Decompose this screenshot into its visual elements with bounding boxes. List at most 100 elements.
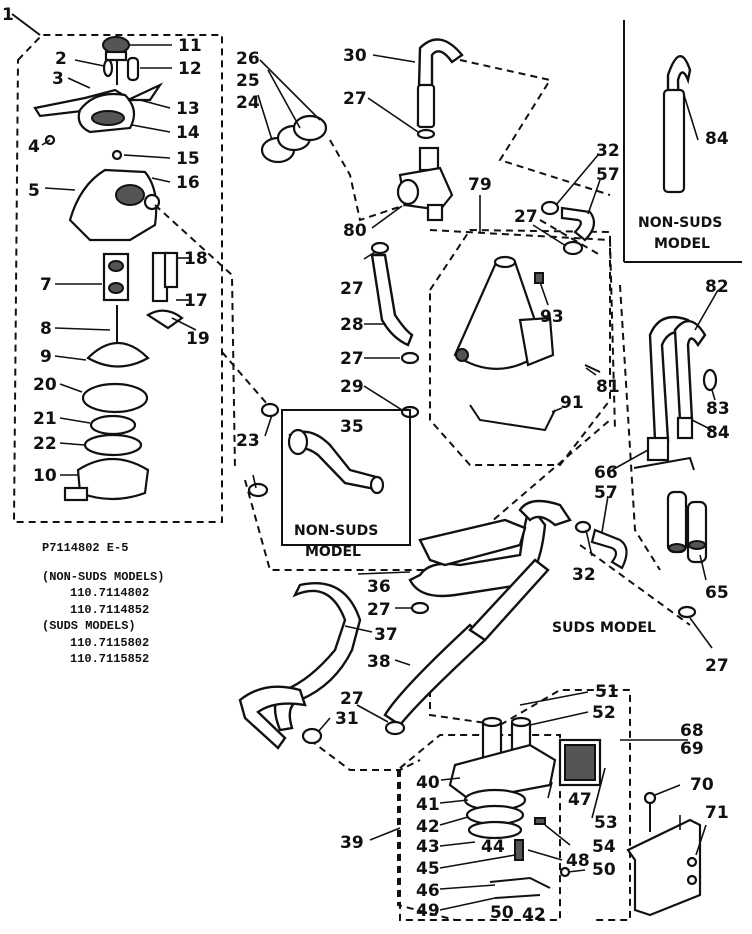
pump-assembly — [448, 716, 602, 899]
caption-line: 110.7114802 — [70, 586, 150, 600]
callout-70: 70 — [690, 775, 714, 795]
middle-hose-parts — [370, 241, 420, 419]
callout-16: 16 — [176, 173, 200, 193]
callout-43: 43 — [416, 837, 440, 857]
callout-65: 65 — [705, 583, 729, 603]
callout-44: 44 — [481, 837, 505, 857]
pump-frame — [399, 734, 561, 921]
callout-20: 20 — [33, 375, 57, 395]
callout-47: 47 — [568, 790, 592, 810]
agitator-frame — [429, 228, 611, 466]
callout-27a: 27 — [343, 89, 367, 109]
callout-69: 69 — [680, 739, 704, 759]
hose-84-upper — [662, 55, 692, 194]
callout-29: 29 — [340, 377, 364, 397]
callout-1: 1 — [2, 5, 14, 25]
callout-84a: 84 — [705, 129, 729, 149]
non-suds-middle-frame — [281, 409, 411, 546]
callout-22: 22 — [33, 434, 57, 454]
callout-83: 83 — [706, 399, 730, 419]
model-label-non-suds-middle: NON-SUDS MODEL — [294, 523, 378, 560]
callout-45: 45 — [416, 859, 440, 879]
callout-66: 66 — [594, 463, 618, 483]
callout-57b: 57 — [594, 483, 618, 503]
callout-9: 9 — [40, 347, 52, 367]
callout-13: 13 — [176, 99, 200, 119]
svg-text:MODEL: MODEL — [305, 544, 361, 560]
callout-53: 53 — [594, 813, 618, 833]
left-leader-lines — [41, 44, 197, 476]
callout-3: 3 — [52, 69, 64, 89]
callout-27c: 27 — [340, 349, 364, 369]
callout-68: 68 — [680, 721, 704, 741]
hoses-65-66 — [633, 456, 708, 564]
callout-57a: 57 — [596, 165, 620, 185]
callout-31: 31 — [335, 709, 359, 729]
callout-40: 40 — [416, 773, 440, 793]
drawing-id: P7114802 E-5 — [42, 541, 129, 555]
callout-27g: 27 — [340, 689, 364, 709]
callout-27b: 27 — [340, 279, 364, 299]
callout-21: 21 — [33, 409, 57, 429]
callout-11: 11 — [178, 36, 202, 56]
gaskets — [260, 114, 328, 164]
callout-49: 49 — [416, 901, 440, 921]
callout-27d: 27 — [514, 207, 538, 227]
hose-38 — [383, 558, 550, 736]
caption-line: (NON-SUDS MODELS) — [42, 569, 165, 584]
callout-27f: 27 — [705, 656, 729, 676]
callout-12: 12 — [178, 59, 202, 79]
callout-25: 25 — [236, 71, 260, 91]
callout-5: 5 — [28, 181, 40, 201]
callout-15: 15 — [176, 149, 200, 169]
agitator-housing — [453, 255, 601, 432]
callout-46: 46 — [416, 881, 440, 901]
callout-8: 8 — [40, 319, 52, 339]
callout-35: 35 — [340, 417, 364, 437]
callout-30: 30 — [343, 46, 367, 66]
callout-24: 24 — [236, 93, 260, 113]
right-leader-lines — [252, 54, 719, 911]
caption-line: (SUDS MODELS) — [42, 619, 136, 633]
callout-36: 36 — [367, 577, 391, 597]
clamp-23 — [260, 402, 280, 418]
callout-42: 42 — [416, 817, 440, 837]
callout-32a: 32 — [596, 141, 620, 161]
callout-18: 18 — [184, 249, 208, 269]
callout-41: 41 — [416, 795, 440, 815]
callout-79: 79 — [468, 175, 492, 195]
callout-93: 93 — [540, 307, 564, 327]
model-label-suds: SUDS MODEL — [552, 620, 656, 636]
callout-71: 71 — [705, 803, 729, 823]
hoses-82-84 — [646, 315, 718, 462]
hose-37 — [238, 582, 362, 750]
callout-2: 2 — [55, 49, 67, 69]
callout-50a: 50 — [592, 860, 616, 880]
left-assembly-frame — [12, 34, 223, 523]
callout-26: 26 — [236, 49, 260, 69]
callout-50b: 50 — [490, 903, 514, 923]
callout-10: 10 — [33, 466, 57, 486]
callout-51: 51 — [595, 682, 619, 702]
callout-38: 38 — [367, 652, 391, 672]
callout-91: 91 — [560, 393, 584, 413]
svg-text:MODEL: MODEL — [654, 236, 710, 252]
callout-39: 39 — [340, 833, 364, 853]
callouts: 1 2 3 4 5 7 8 9 20 21 22 10 11 12 13 14 … — [2, 5, 730, 925]
callout-28: 28 — [340, 315, 364, 335]
bracket-70 — [626, 791, 702, 917]
caption-line: 110.7115852 — [70, 652, 150, 666]
callout-27e: 27 — [367, 600, 391, 620]
svg-text:NON-SUDS: NON-SUDS — [294, 523, 378, 539]
svg-text:NON-SUDS: NON-SUDS — [638, 215, 722, 231]
callout-37: 37 — [374, 625, 398, 645]
callout-32b: 32 — [572, 565, 596, 585]
callout-80: 80 — [343, 221, 367, 241]
upper-hose-and-valve — [396, 38, 464, 222]
left-assembly-parts — [33, 36, 184, 502]
callout-4: 4 — [28, 137, 40, 157]
callout-23: 23 — [236, 431, 260, 451]
callout-48: 48 — [566, 851, 590, 871]
caption-line: 110.7115802 — [70, 635, 150, 650]
